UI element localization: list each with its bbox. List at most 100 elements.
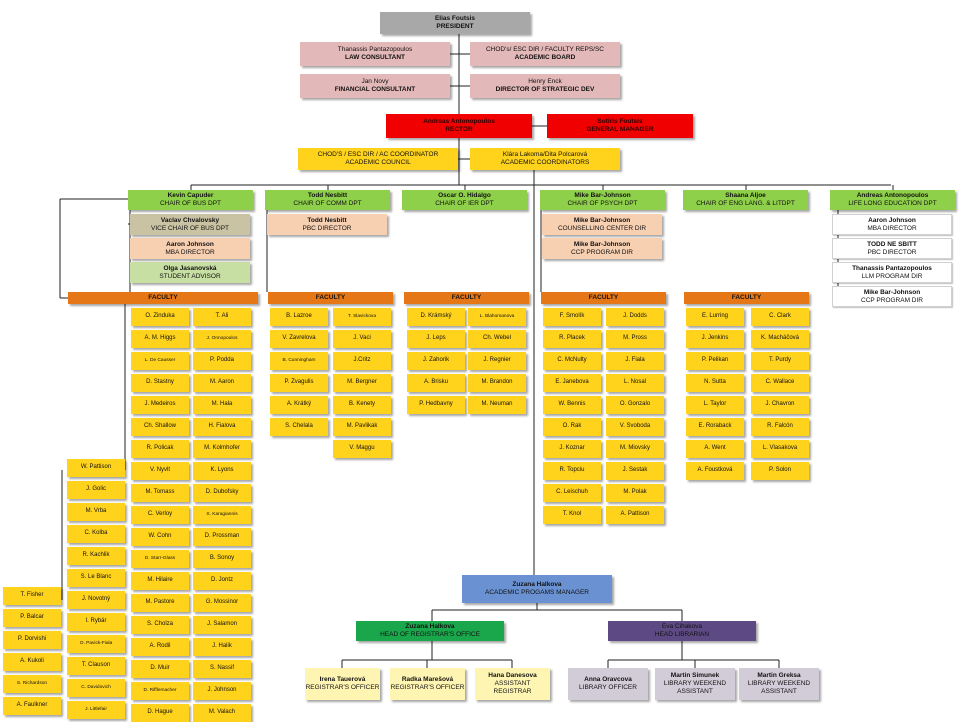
academic-coordinators-box-title: ACADEMIC COORDINATORS <box>500 159 590 166</box>
dept-0-sub-2-name: Olga Jasanovská <box>163 264 217 272</box>
dept-5-sub-2-name: Thanassis Pantazopoulos <box>852 264 932 272</box>
dept-0-sub-1-title: MBA DIRECTOR <box>165 248 215 256</box>
strategic-dev-box-name: Henry Enck <box>528 78 562 86</box>
ier-faculty-0-a: D. Krámský <box>407 308 465 326</box>
psych-faculty-5-a: O. Rak <box>543 418 601 436</box>
registrar-staff-1-title: REGISTRAR'S OFFICER <box>390 684 465 691</box>
head-librarian-box-name: Eva Cihakova <box>661 623 703 631</box>
psych-faculty-5-b: V. Svoboda <box>606 418 664 436</box>
dept-5-sub-3-name: Mike Bar-Johnson <box>863 288 921 296</box>
dept-5-sub-0-name: Aaron Johnson <box>868 216 916 224</box>
bus-faculty-mid-7: I. Rybár <box>67 613 125 631</box>
eng-faculty-4-a: L. Taylor <box>686 396 744 414</box>
psych-faculty-8-b: M. Polak <box>606 484 664 502</box>
comm-faculty-1-a: V. Zavrelova <box>270 330 328 348</box>
psych-faculty-6-a: J. Koznar <box>543 440 601 458</box>
bus-faculty-18-a: D. Hague <box>131 704 189 722</box>
bus-faculty-mid-4: R. Kachlik <box>67 547 125 565</box>
bus-faculty-5-a: Ch. Shallow <box>131 418 189 436</box>
eng-faculty-6-a: A. Went <box>686 440 744 458</box>
registrar-staff-0-name: Irena Tauerová <box>319 676 366 684</box>
bus-faculty-0-b: T. Ali <box>193 308 251 326</box>
general-manager-box-title: GENERAL MANAGER <box>586 126 654 133</box>
bus-faculty-6-a: R. Policak <box>131 440 189 458</box>
bus-faculty-10-a: W. Cohn <box>131 528 189 546</box>
dept-chair-4-name: Shaana Aljoe <box>725 192 766 200</box>
ier-faculty-1-a: J. Leps <box>407 330 465 348</box>
bus-faculty-mid-11: J. Littlefair <box>67 701 125 719</box>
ier-faculty-3-b: M. Brandon <box>468 374 526 392</box>
bus-faculty-9-a: C. Verloy <box>131 506 189 524</box>
dept-3-sub-0-name: Mike Bar-Johnson <box>573 216 631 224</box>
eng-faculty-4-b: J. Chavron <box>751 396 809 414</box>
faculty-header-4: FACULTY <box>684 292 809 304</box>
academic-programs-box-name: Zuzana Halkova <box>512 581 562 589</box>
bus-faculty-17-a: D. Rifflemacher <box>131 682 189 700</box>
dept-5-sub-3-title: CCP PROGRAM DIR <box>861 296 923 304</box>
eng-faculty-5-b: R. Falcón <box>751 418 809 436</box>
bus-faculty-1-a: A. M. Higgs <box>131 330 189 348</box>
bus-faculty-mid-3: C. Kolba <box>67 525 125 543</box>
bus-faculty-11-a: D. Starr-Glass <box>131 550 189 568</box>
psych-faculty-2-a: C. McNulty <box>543 352 601 370</box>
eng-faculty-1-a: J. Jenkins <box>686 330 744 348</box>
bus-faculty-13-a: M. Pastore <box>131 594 189 612</box>
financial-consultant-box-title: FINANCIAL CONSULTANT <box>334 86 416 93</box>
ier-faculty-4-b: M. Neuman <box>468 396 526 414</box>
dept-chair-1-name: Todd Nesbitt <box>307 192 348 200</box>
bus-faculty-7-b: K. Lyons <box>193 462 251 480</box>
psych-faculty-8-a: C. Leischuh <box>543 484 601 502</box>
bus-faculty-8-a: M. Tomass <box>131 484 189 502</box>
dept-chair-3-name: Mike Bar-Johnson <box>574 192 631 200</box>
bus-faculty-14-a: S. Cholza <box>131 616 189 634</box>
eng-faculty-0-a: E. Lurring <box>686 308 744 326</box>
dept-chair-4-title: CHAIR OF ENG LANG. & LITDPT <box>696 200 795 207</box>
comm-faculty-2-b: J.Critz <box>333 352 391 370</box>
eng-faculty-2-a: P. Pelikan <box>686 352 744 370</box>
ier-faculty-0-b: L. Blahomanova <box>468 308 526 326</box>
psych-faculty-3-a: E. Janebova <box>543 374 601 392</box>
ier-faculty-3-a: A. Brisku <box>407 374 465 392</box>
bus-faculty-mid-0: W. Pattison <box>67 459 125 477</box>
dept-chair-5-name: Andreas Antonopoulos <box>856 192 929 200</box>
bus-faculty-11-b: B. Sonoy <box>193 550 251 568</box>
strategic-dev-box-title: DIRECTOR OF STRATEGIC DEV <box>495 86 595 93</box>
dept-chair-3-title: CHAIR OF PSYCH DPT <box>567 200 638 207</box>
library-staff-1-name: Martin Simunek <box>670 672 720 680</box>
ier-faculty-1-b: Ch. Webel <box>468 330 526 348</box>
comm-faculty-3-b: M. Bergner <box>333 374 391 392</box>
ier-faculty-4-a: P. Hedbavny <box>407 396 465 414</box>
eng-faculty-3-b: C. Wallace <box>751 374 809 392</box>
bus-faculty-left-5: A. Faulkner <box>3 697 61 715</box>
dept-0-sub-2-title: STUDENT ADVISOR <box>159 272 221 280</box>
bus-faculty-left-4: S. Richardson <box>3 675 61 693</box>
bus-faculty-8-b: D. Dubofsky <box>193 484 251 502</box>
academic-board-box-title: ACADEMIC BOARD <box>514 54 576 61</box>
bus-faculty-16-a: D. Muir <box>131 660 189 678</box>
bus-faculty-left-2: P. Dorvishi <box>3 631 61 649</box>
bus-faculty-15-b: J. Halik <box>193 638 251 656</box>
psych-faculty-7-a: R. Topciu <box>543 462 601 480</box>
dept-chair-0-name: Kevin Capuder <box>167 192 214 200</box>
psych-faculty-0-a: F. Smolík <box>543 308 601 326</box>
bus-faculty-mid-8: O. Pavick-Fiala <box>67 635 125 653</box>
eng-faculty-7-b: P. Solon <box>751 462 809 480</box>
financial-consultant-box-name: Jan Novy <box>361 78 389 86</box>
library-staff-0-title: LIBRARY OFFICER <box>579 684 637 691</box>
comm-faculty-1-b: J. Vaci <box>333 330 391 348</box>
